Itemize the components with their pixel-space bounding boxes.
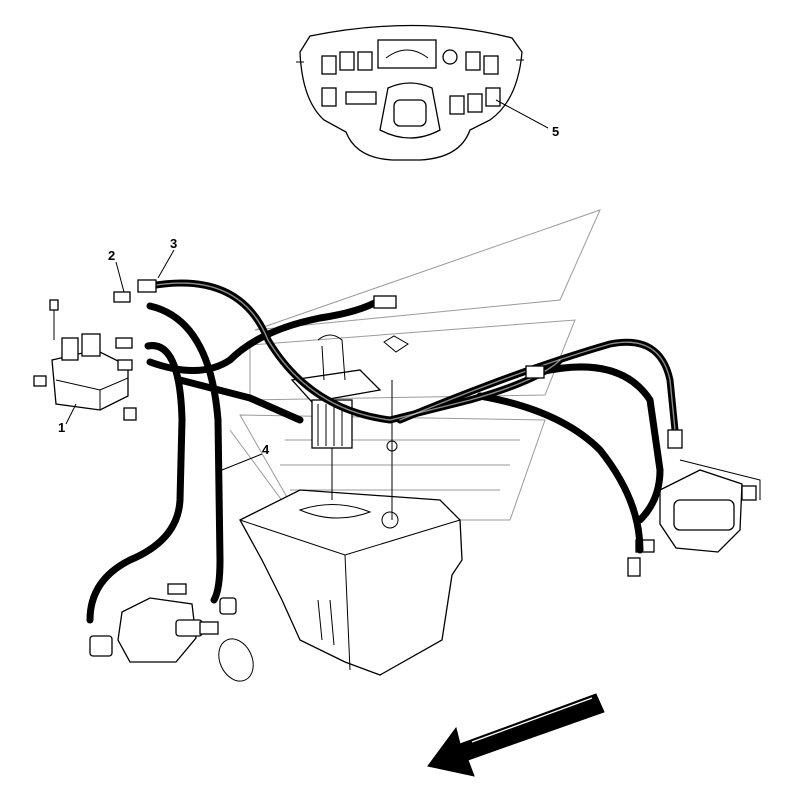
leader-line-4 [221, 453, 263, 471]
hose-fitting [137, 279, 157, 293]
switch-icon [345, 91, 377, 105]
left-hydraulic-pump [89, 583, 254, 682]
callout-3: 3 [170, 236, 177, 251]
hydraulic-hoses [86, 279, 683, 624]
fitting-group [113, 291, 133, 371]
callout-2: 2 [108, 248, 115, 263]
switch-icon [485, 87, 501, 107]
hydraulic-tank [239, 489, 463, 676]
switch-icon [339, 51, 355, 71]
callout-5: 5 [552, 124, 559, 139]
indicator-light-icon [442, 49, 458, 65]
switch-icon [357, 51, 373, 71]
instrument-display [377, 39, 437, 69]
switch-icon [465, 51, 481, 71]
switch-icon [467, 93, 483, 113]
switch-icon [483, 55, 499, 75]
control-valve [33, 299, 137, 421]
hose-fitting [373, 295, 397, 309]
direction-arrow-icon [427, 693, 605, 777]
hose-fitting [525, 365, 545, 379]
hose-fitting [667, 429, 683, 449]
switch-icon [449, 95, 465, 115]
leader-line-2 [115, 261, 125, 293]
o-ring [218, 638, 254, 682]
watermark-logo [229, 209, 601, 526]
callout-1: 1 [58, 420, 65, 435]
right-hydraulic-motor [627, 459, 761, 577]
leader-line-1 [65, 403, 77, 425]
control-panel [296, 24, 524, 161]
leader-line-3 [157, 249, 175, 279]
switch-icon [321, 55, 337, 75]
switch-icon [321, 87, 337, 107]
callout-4: 4 [262, 442, 270, 457]
leader-line-5 [495, 99, 549, 129]
